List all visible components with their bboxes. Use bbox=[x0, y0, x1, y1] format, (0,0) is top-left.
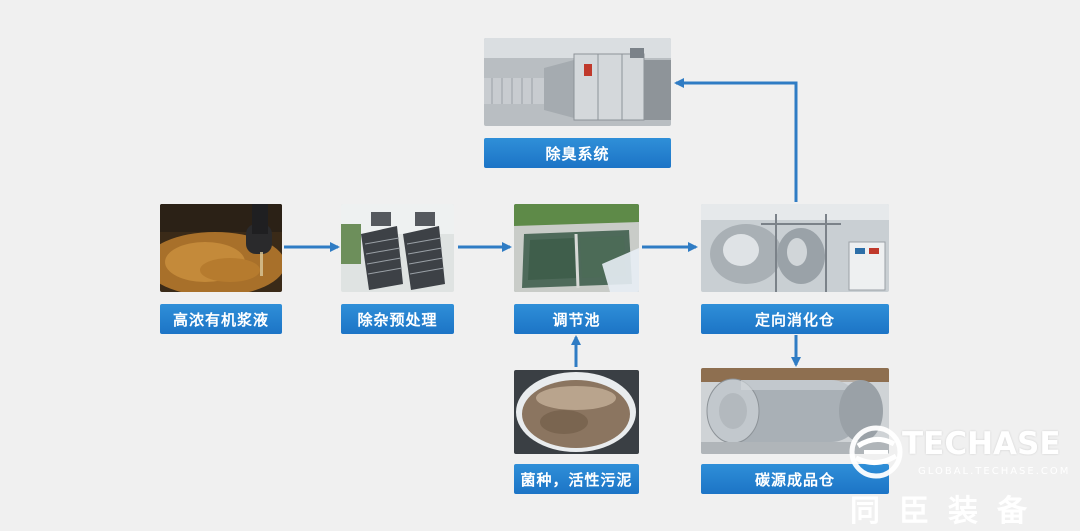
arrow-digester-to-deodor bbox=[674, 78, 798, 202]
digester-photo bbox=[701, 204, 889, 292]
storage-photo bbox=[701, 368, 889, 454]
pretreatment-photo bbox=[341, 204, 454, 292]
node-digester: 定向消化仓 bbox=[701, 204, 889, 334]
inoculum-label: 菌种，活性污泥 bbox=[514, 464, 639, 494]
logo-chinese-text: 同臣装备 bbox=[850, 494, 1046, 529]
deodor-label: 除臭系统 bbox=[484, 138, 671, 168]
slurry-label: 高浓有机浆液 bbox=[160, 304, 282, 334]
techase-logo: TECHASE GLOBAL.TECHASE.COM 同臣装备 bbox=[848, 424, 1073, 529]
digester-label: 定向消化仓 bbox=[701, 304, 889, 334]
node-deodor: 除臭系统 bbox=[484, 38, 671, 168]
tank-photo bbox=[514, 204, 639, 292]
node-slurry: 高浓有机浆液 bbox=[160, 204, 282, 334]
node-pretreatment: 除杂预处理 bbox=[341, 204, 454, 334]
techase-emblem-icon bbox=[849, 425, 903, 479]
node-inoculum: 菌种，活性污泥 bbox=[514, 370, 639, 494]
tank-label: 调节池 bbox=[514, 304, 639, 334]
logo-url-text: GLOBAL.TECHASE.COM bbox=[918, 466, 1071, 477]
inoculum-photo bbox=[514, 370, 639, 454]
pretreatment-label: 除杂预处理 bbox=[341, 304, 454, 334]
slurry-photo bbox=[160, 204, 282, 292]
node-storage: 碳源成品仓 bbox=[701, 368, 889, 494]
node-tank: 调节池 bbox=[514, 204, 639, 334]
deodor-photo bbox=[484, 38, 671, 126]
storage-label: 碳源成品仓 bbox=[701, 464, 889, 494]
logo-brand-text: TECHASE bbox=[902, 426, 1061, 462]
